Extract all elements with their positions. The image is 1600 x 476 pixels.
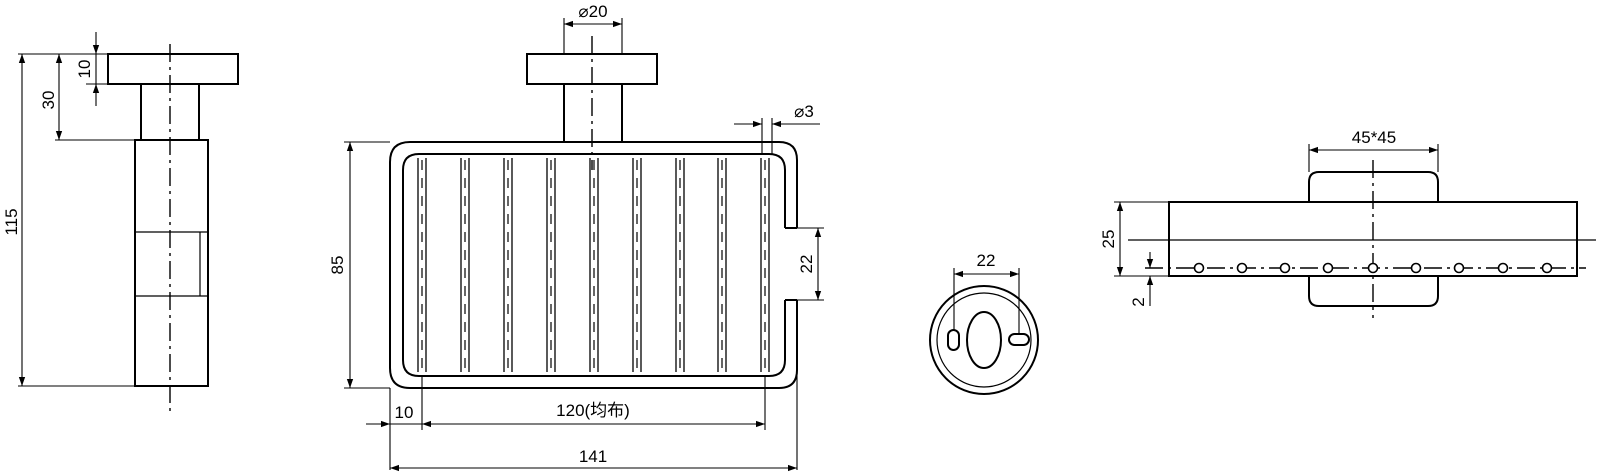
wire-end-dot bbox=[1322, 262, 1334, 274]
dim-wire-offset: 2 bbox=[1129, 297, 1148, 306]
top-wire-dots bbox=[1193, 262, 1553, 274]
dim-flange-thickness: 10 bbox=[75, 60, 94, 79]
side-body bbox=[134, 139, 209, 387]
mount-center-slot bbox=[966, 311, 1002, 369]
dim-total-width: 141 bbox=[579, 447, 607, 466]
wire-end-dot bbox=[1497, 262, 1509, 274]
top-plate-lower bbox=[1308, 276, 1439, 307]
dim-basket-height: 85 bbox=[328, 256, 347, 275]
mount-hole-right bbox=[1008, 333, 1030, 346]
dim-slot: 22 bbox=[797, 255, 816, 274]
wire-end-dot bbox=[1410, 262, 1422, 274]
dim-spacing: 120(均布) bbox=[556, 401, 630, 420]
wire-end-dot bbox=[1541, 262, 1553, 274]
basket-frame-inner bbox=[402, 153, 786, 377]
dim-flange-diameter: ⌀20 bbox=[578, 2, 607, 21]
front-view: ⌀20 ⌀3 85 22 10 120(均布) 141 bbox=[328, 2, 824, 472]
mount-hole-left bbox=[947, 329, 960, 351]
wire-end-dot bbox=[1279, 262, 1291, 274]
side-flange bbox=[107, 53, 239, 85]
wire-end-dot bbox=[1367, 262, 1379, 274]
mount-plate-view: 22 bbox=[929, 251, 1039, 395]
top-view: 45*45 25 2 bbox=[1099, 128, 1596, 318]
basket-wires bbox=[417, 158, 770, 372]
dim-plate-size: 45*45 bbox=[1352, 128, 1396, 147]
dim-height-total: 115 bbox=[2, 208, 21, 235]
dim-offset: 10 bbox=[395, 403, 414, 422]
wire-end-dot bbox=[1193, 262, 1205, 274]
wire-end-dot bbox=[1236, 262, 1248, 274]
front-stem bbox=[563, 83, 623, 143]
dim-wire-diameter: ⌀3 bbox=[794, 102, 814, 121]
side-view: 115 30 10 bbox=[2, 32, 239, 412]
wire-end-dot bbox=[1453, 262, 1465, 274]
mount-plate-circle bbox=[929, 285, 1039, 395]
dim-height-mount: 30 bbox=[39, 91, 58, 110]
dim-depth: 25 bbox=[1099, 230, 1118, 249]
basket-frame-outer bbox=[389, 141, 798, 389]
dim-hole-spacing: 22 bbox=[977, 251, 996, 270]
